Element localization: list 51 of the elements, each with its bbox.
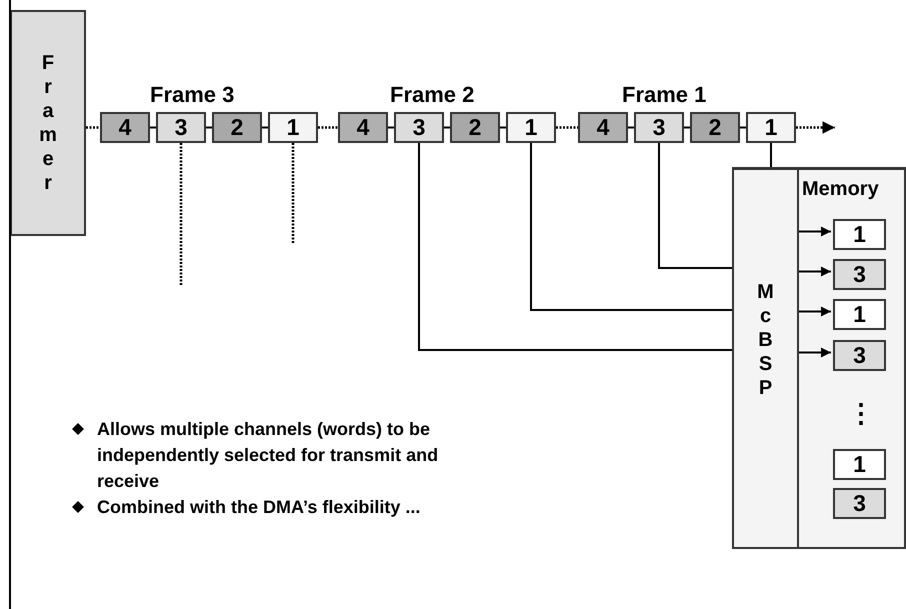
memory-slot-box: 3 bbox=[833, 340, 886, 371]
connector-line bbox=[444, 126, 450, 128]
dotted-line bbox=[86, 126, 100, 129]
connector-line bbox=[628, 126, 634, 128]
framer-box: Framer bbox=[10, 10, 86, 236]
frame-label: Frame 1 bbox=[622, 82, 706, 108]
arrow bbox=[799, 348, 831, 358]
connector-line bbox=[530, 143, 732, 311]
mcbsp-block: McBSP bbox=[732, 167, 799, 549]
time-slot-box: 3 bbox=[634, 112, 684, 143]
vertical-ellipsis: ⋮ bbox=[848, 398, 874, 429]
bullet-text: Combined with the DMA’s flexibility ... bbox=[97, 496, 422, 519]
memory-heading: Memory bbox=[802, 178, 879, 201]
connector-line bbox=[388, 126, 394, 128]
connector-line bbox=[500, 126, 506, 128]
frame-label: Frame 3 bbox=[150, 82, 234, 108]
dotted-line bbox=[318, 126, 338, 129]
time-slot-box: 4 bbox=[338, 112, 388, 143]
time-slot-box: 3 bbox=[156, 112, 206, 143]
arrow bbox=[799, 266, 831, 276]
dotted-line bbox=[180, 143, 182, 285]
memory-slot-box: 1 bbox=[833, 449, 886, 480]
time-slot-box: 4 bbox=[578, 112, 628, 143]
dotted-line bbox=[796, 121, 835, 134]
time-slot-box: 1 bbox=[506, 112, 556, 143]
memory-panel bbox=[797, 167, 906, 549]
time-slot-box: 2 bbox=[690, 112, 740, 143]
connector-line bbox=[658, 143, 732, 269]
memory-slot-box: 3 bbox=[833, 259, 886, 290]
memory-slot-box: 3 bbox=[833, 488, 886, 519]
connector-line bbox=[418, 143, 732, 351]
time-slot-box: 3 bbox=[394, 112, 444, 143]
frame-label: Frame 2 bbox=[390, 82, 474, 108]
dotted-line bbox=[556, 126, 578, 129]
time-slot-box: 1 bbox=[746, 112, 796, 143]
time-slot-box: 2 bbox=[212, 112, 262, 143]
arrow bbox=[799, 226, 831, 236]
time-slot-box: 2 bbox=[450, 112, 500, 143]
connector-line bbox=[206, 126, 212, 128]
time-slot-box: 4 bbox=[100, 112, 150, 143]
connector-line bbox=[740, 126, 746, 128]
time-slot-box: 1 bbox=[268, 112, 318, 143]
bullet-text: Allows multiple channels (words) to be independently selected for transmit and receive bbox=[97, 418, 440, 493]
connector-line bbox=[150, 126, 156, 128]
connector-line bbox=[262, 126, 268, 128]
connector-line bbox=[770, 143, 772, 167]
connector-line bbox=[684, 126, 690, 128]
dotted-line bbox=[292, 143, 294, 243]
memory-slot-box: 1 bbox=[833, 219, 886, 250]
arrow bbox=[799, 306, 831, 316]
memory-slot-box: 1 bbox=[833, 299, 886, 330]
